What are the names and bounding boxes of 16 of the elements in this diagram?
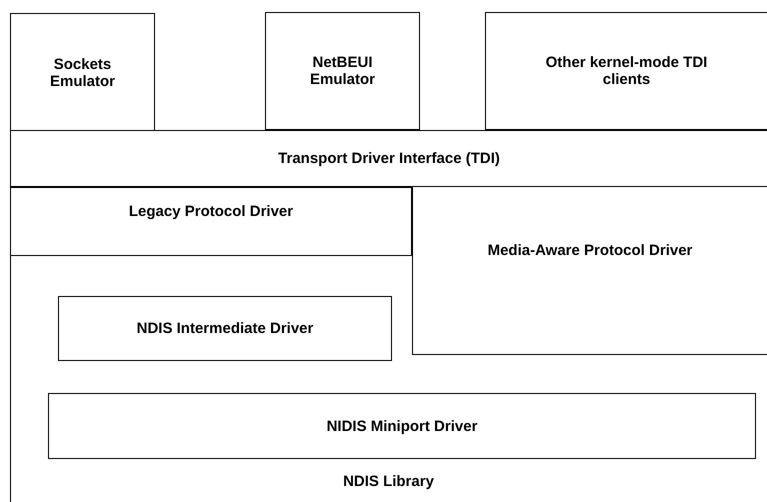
driver-label: Other kernel-mode TDI clients	[544, 54, 708, 88]
driver-box	[412, 187, 767, 355]
driver-box	[265, 12, 420, 130]
driver-label: NDIS Library	[343, 473, 434, 490]
driver-box	[58, 296, 392, 361]
driver-label: Sockets Emulator	[48, 56, 116, 90]
driver-label: Media-Aware Protocol Driver	[488, 242, 692, 259]
driver-label: NDIS Intermediate Driver	[136, 320, 314, 337]
interface-band	[10, 130, 767, 187]
driver-box	[10, 13, 155, 131]
driver-label: NetBEUI Emulator	[308, 54, 376, 88]
driver-box	[48, 393, 756, 459]
driver-label: NIDIS Miniport Driver	[326, 418, 478, 434]
driver-box	[485, 12, 767, 130]
driver-label: Transport Driver Interface (TDI)	[278, 150, 500, 167]
driver-label: Legacy Protocol Driver	[128, 203, 294, 220]
